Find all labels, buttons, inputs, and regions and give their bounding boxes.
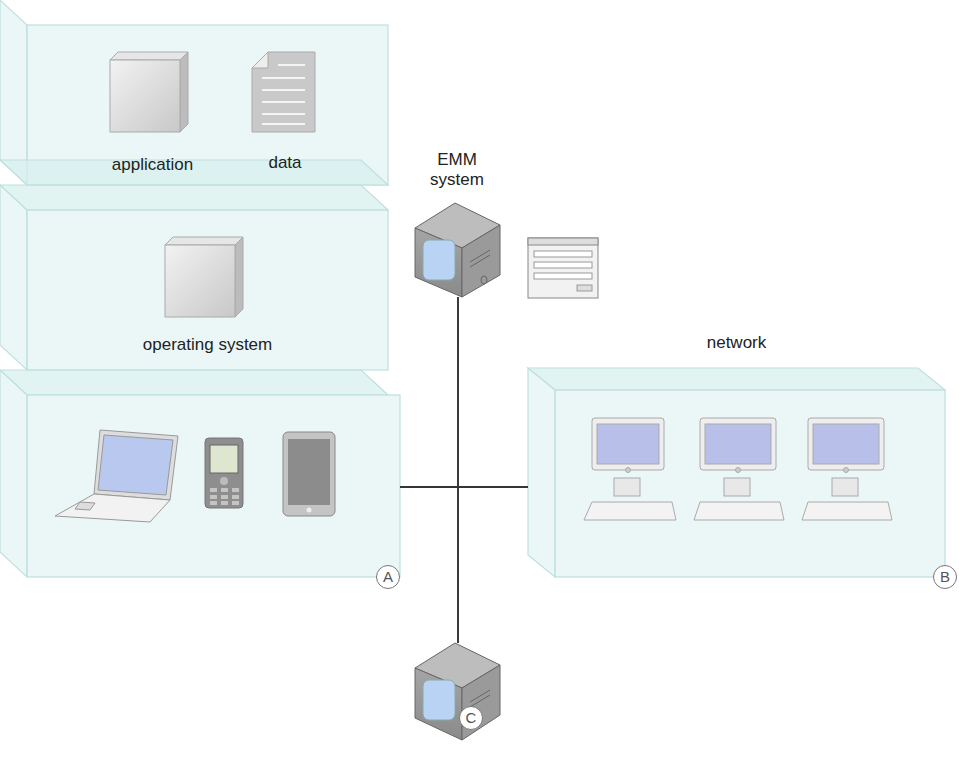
callout-letter: B	[933, 565, 957, 589]
os-node: operating system	[110, 230, 305, 355]
phone-icon	[205, 438, 243, 508]
node-label: network	[528, 333, 945, 353]
node-label: application	[95, 155, 210, 175]
laptop-icon	[55, 430, 178, 522]
os-icon	[165, 237, 243, 317]
node-label: EMM system	[422, 150, 492, 190]
monitor-icon	[584, 418, 892, 520]
network-line	[458, 487, 528, 643]
window-icon	[528, 238, 598, 298]
device-layer: A	[27, 395, 400, 578]
server-icon	[415, 643, 500, 740]
server-node: C	[415, 643, 500, 743]
callout-letter: A	[376, 565, 400, 589]
application-node: application	[95, 45, 210, 175]
data-node: data	[240, 45, 330, 175]
server-icon	[415, 203, 500, 297]
tablet-icon	[283, 432, 335, 516]
network-line	[400, 487, 458, 643]
glass-slab	[0, 0, 400, 577]
network-line	[458, 297, 528, 487]
emm-server: EMM system	[410, 150, 505, 297]
network-line	[400, 297, 458, 487]
data-icon	[252, 52, 315, 132]
application-icon	[110, 52, 188, 132]
network-layer: networkB	[528, 368, 945, 577]
node-label: operating system	[110, 335, 305, 355]
glass-slab	[528, 368, 945, 577]
callout-letter: C	[459, 706, 483, 730]
node-label: data	[240, 153, 330, 173]
